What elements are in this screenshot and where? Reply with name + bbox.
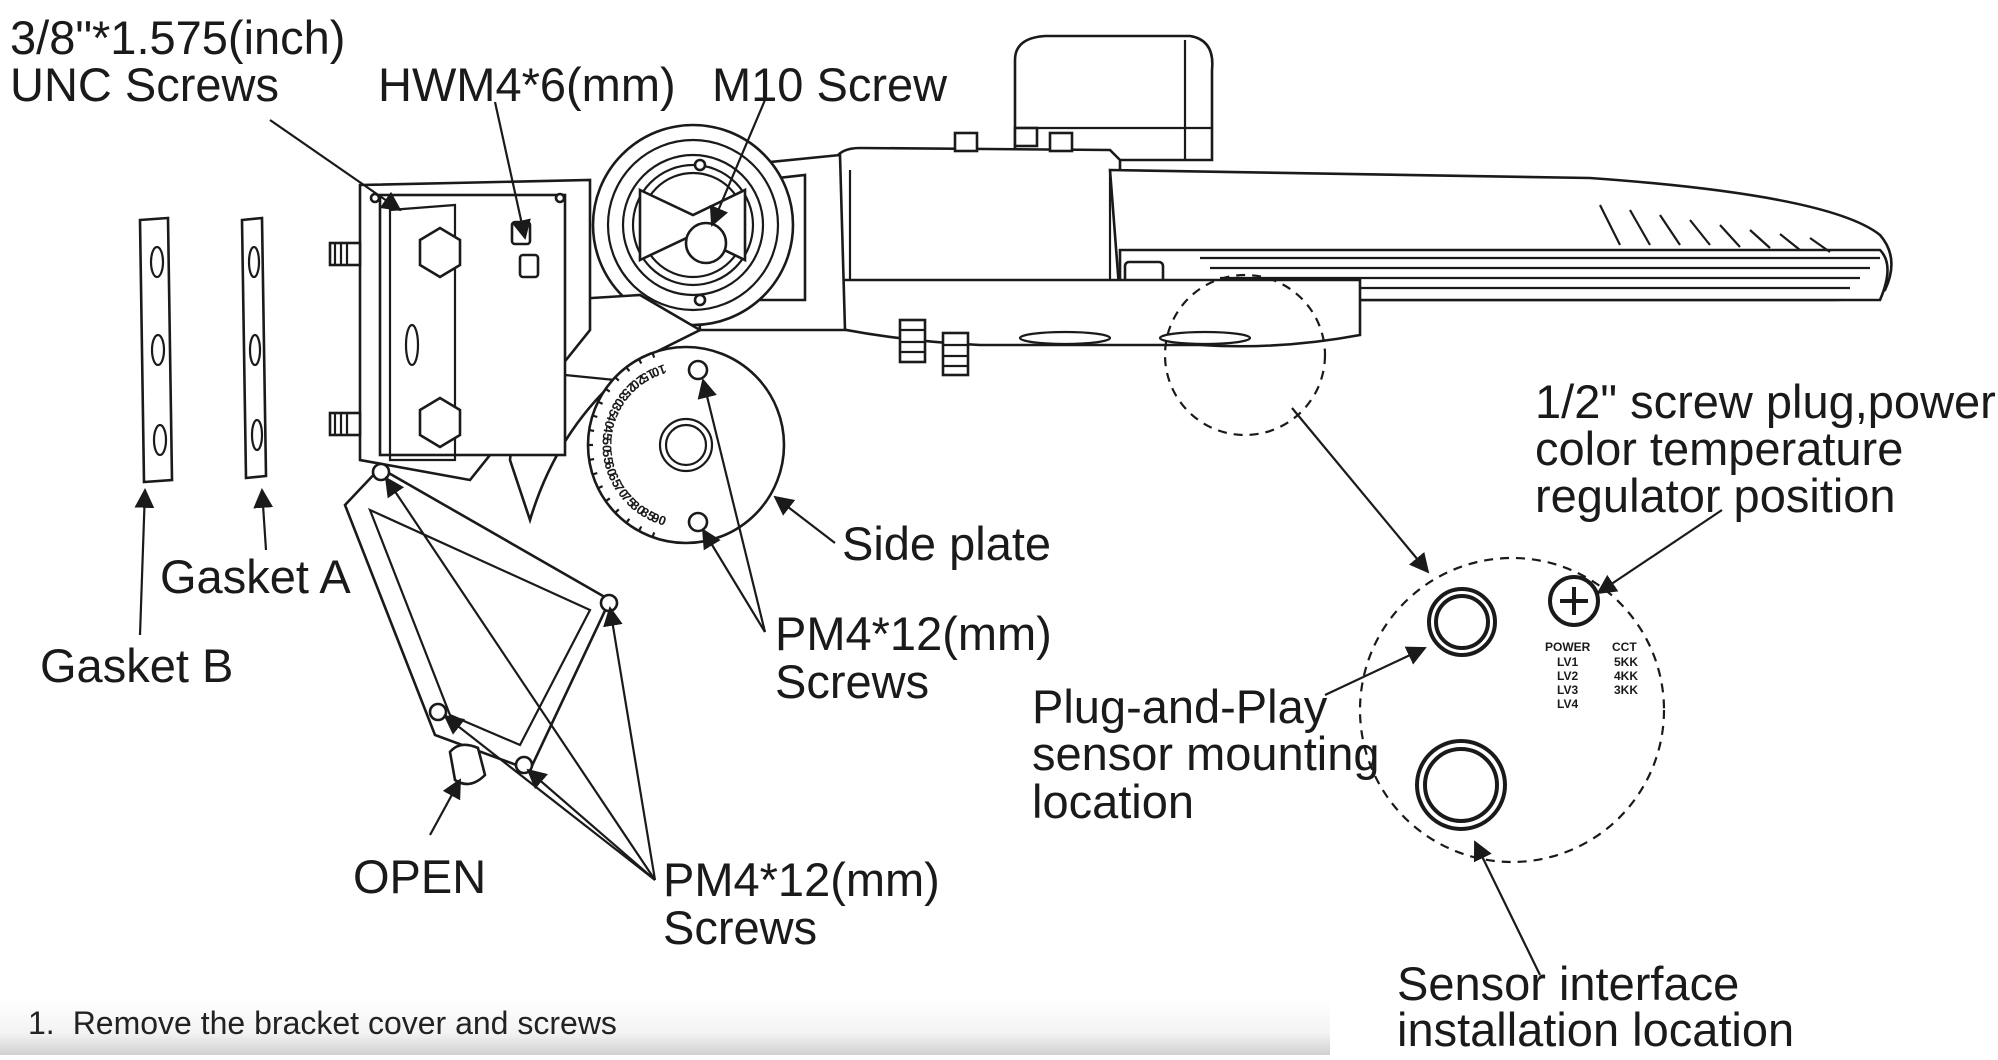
dial-tick-90: 90 [650,510,669,529]
dial-tick-mark [588,458,595,461]
regulator-screw-plug-icon [1548,575,1600,627]
step-description: Remove the bracket cover and screws [72,1005,617,1041]
pnp-sensor-label-line2: sensor mounting [1032,727,1379,780]
dial-tick-30: 30 [611,389,632,409]
cct-3kk: 3KK [1614,683,1638,697]
step-number: 1. [28,1005,55,1041]
cover-screws-label-line2: Screws [663,901,817,954]
dial-tick-65: 65 [605,470,625,490]
dial-tick-80: 80 [628,497,649,518]
side-plate-screws-label-line1: PM4*12(mm) [775,607,1052,660]
callout-labels: 3/8"*1.575(inch) UNC Screws HWM4*6(mm) M… [10,11,1996,1056]
unc-screws-label-line1: 3/8"*1.575(inch) [10,11,345,64]
leader-lines [134,99,1723,976]
bracket-cover [343,462,619,786]
dial-tick-mark [637,525,643,532]
cct-5kk: 5KK [1614,655,1638,669]
power-lv3: LV3 [1557,683,1578,697]
side-plate-label: Side plate [842,517,1051,570]
detail-callout: POWER CCT LV1 LV2 LV3 LV4 5KK 4KK 3KK [1163,273,1666,864]
dial-tick-20: 20 [628,372,649,393]
dial-tick-mark [588,429,595,432]
power-lv4: LV4 [1557,697,1578,711]
dial-tick-55: 55 [599,449,616,466]
gasket-b-label: Gasket B [40,639,233,692]
dial-tick-mark [592,414,598,419]
dial-tick-85: 85 [638,504,658,524]
dial-tick-70: 70 [611,480,632,500]
dial-tick-mark [605,387,611,393]
power-header: POWER [1545,640,1591,654]
sensor-interface-label-line2: installation location [1397,1003,1794,1055]
gasket-a-label: Gasket A [160,550,351,603]
dial-tick-mark [625,366,631,372]
dial-tick-mark [592,471,598,476]
unc-screws [328,226,462,449]
gasket-b [138,216,174,484]
power-lv1: LV1 [1557,655,1578,669]
side-plate-screws-label-line2: Screws [775,655,929,708]
power-lv2: LV2 [1557,669,1578,683]
cct-4kk: 4KK [1614,669,1638,683]
dial-tick-mark [637,358,643,365]
step-caption: 1. Remove the bracket cover and screws [28,1005,617,1042]
dial-tick-mark [614,376,620,382]
hwm-screw-label: HWM4*6(mm) [378,58,676,111]
dial-tick-50: 50 [600,438,615,452]
dial-tick-mark [597,400,604,405]
dial-tick-35: 35 [605,400,625,420]
dial-tick-15: 15 [638,366,658,386]
pnp-sensor-label-line3: location [1032,775,1194,828]
dial-tick-45: 45 [599,425,616,442]
dial-tick-60: 60 [601,460,620,478]
dial-tick-mark [597,485,604,490]
unc-screws-label-line2: UNC Screws [10,58,279,111]
m10-screw-label: M10 Screw [712,58,948,111]
dial-tick-mark [625,518,631,524]
step-caption-bar [0,1000,1330,1055]
dial-tick-mark [651,532,656,538]
dial-tick-40: 40 [601,412,620,430]
knuckle-joint [591,123,847,332]
cover-screws-label-line1: PM4*12(mm) [663,853,940,906]
regulator-label-line1: 1/2" screw plug,power [1535,375,1996,428]
regulator-label-line2: color temperature [1535,422,1903,475]
open-label: OPEN [353,850,486,903]
pnp-sensor-label-line1: Plug-and-Play [1032,680,1328,733]
gasket-a [240,216,268,480]
dial-tick-10: 10 [650,361,669,380]
sensor-interface-label-line1: Sensor interface [1397,957,1739,1010]
dial-tick-mark [651,352,656,358]
dial-tick-mark [605,497,611,503]
cct-header: CCT [1612,640,1637,654]
dial-tick-mark [614,508,620,514]
regulator-label-line3: regulator position [1535,469,1896,522]
luminaire-head [798,34,1893,377]
